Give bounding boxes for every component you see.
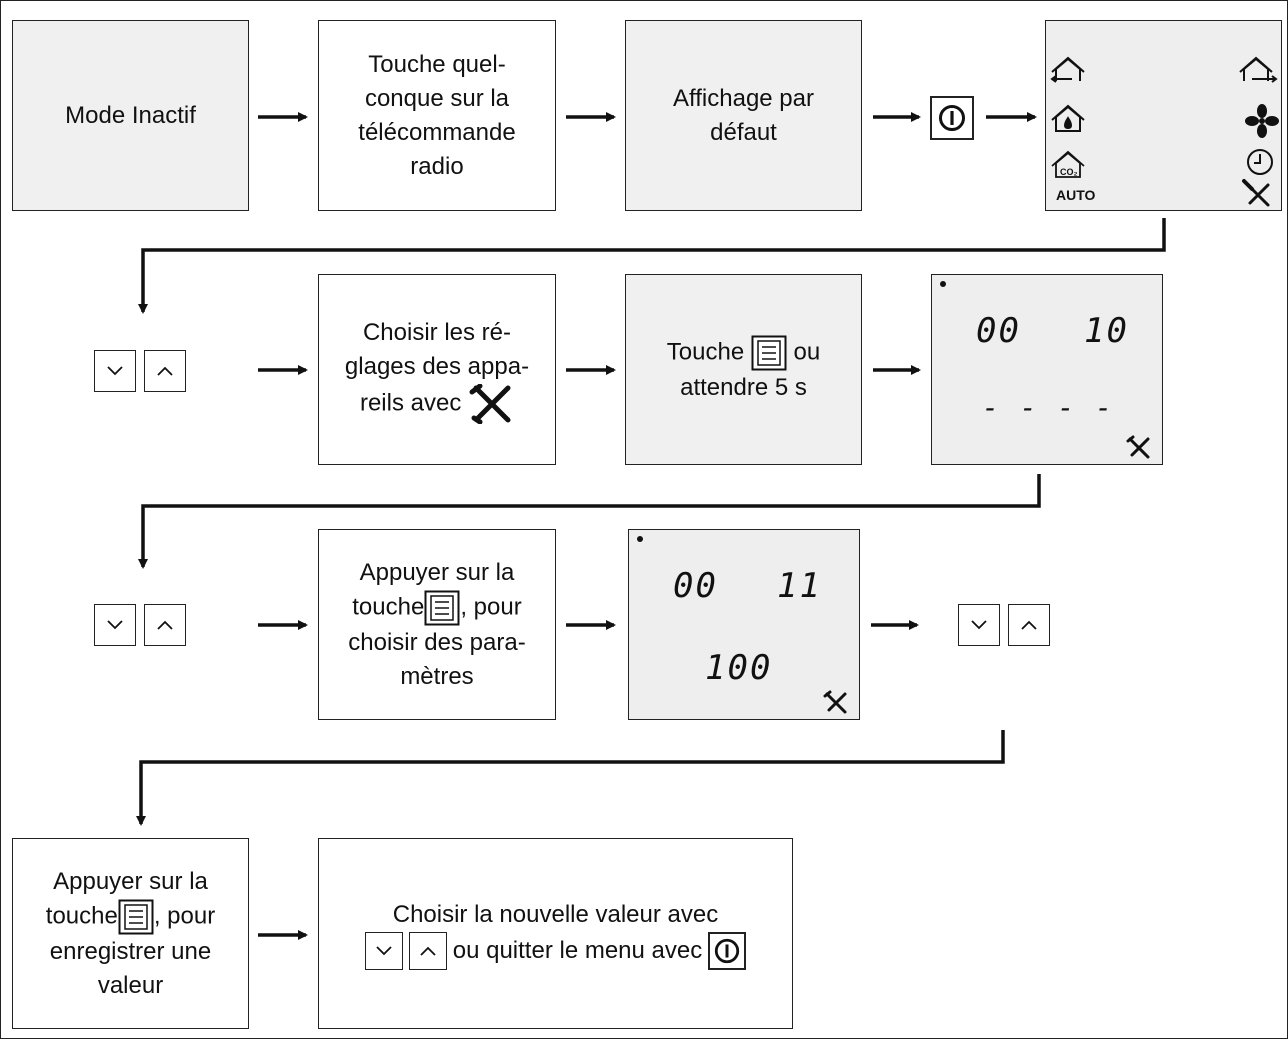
any-key-line-4: radio bbox=[410, 152, 464, 180]
chevron-down-icon bbox=[107, 366, 123, 376]
touch-prefix: Touche bbox=[666, 337, 745, 365]
menu-key-icon bbox=[118, 899, 154, 934]
press2-line-2a: touche bbox=[45, 901, 118, 929]
down-key[interactable] bbox=[958, 604, 1000, 646]
house-supply-icon bbox=[1239, 56, 1278, 83]
down-key[interactable] bbox=[364, 931, 403, 970]
house-humidity-icon bbox=[1051, 104, 1085, 132]
choose-line-1: Choisir les ré- bbox=[362, 318, 511, 346]
chevron-down-icon bbox=[376, 945, 392, 955]
indicator-dot bbox=[940, 281, 946, 287]
up-key[interactable] bbox=[1008, 604, 1050, 646]
default-line-2: défaut bbox=[710, 118, 777, 146]
any-key-line-2: conque sur la bbox=[364, 84, 510, 112]
lcd1-right-value: 10 bbox=[1084, 311, 1129, 351]
press1-line-1: Appuyer sur la bbox=[359, 558, 515, 586]
home-screen-display: CO₂ AUTO bbox=[1045, 20, 1282, 211]
indicator-dot bbox=[637, 536, 643, 542]
up-key[interactable] bbox=[144, 350, 186, 392]
lcd-display-1: 00 10 - - - - bbox=[931, 274, 1163, 465]
power-button[interactable] bbox=[708, 931, 747, 970]
step-inactive-label: Mode Inactif bbox=[65, 101, 196, 129]
default-line-1: Affichage par bbox=[673, 84, 814, 112]
tools-icon bbox=[823, 690, 847, 714]
step-touch-menu: Touche ou attendre 5 s bbox=[625, 274, 862, 465]
choose-line-2: glages des appa- bbox=[344, 352, 530, 380]
press2-line-1: Appuyer sur la bbox=[53, 867, 208, 895]
house-exhaust-icon bbox=[1050, 56, 1085, 83]
lcd2-left-value: 00 bbox=[673, 566, 718, 606]
auto-label: AUTO bbox=[1056, 187, 1096, 203]
step-default-display: Affichage par défaut bbox=[625, 20, 862, 211]
any-key-line-1: Touche quel- bbox=[368, 50, 506, 78]
power-button[interactable] bbox=[930, 96, 974, 140]
press1-line-4: mètres bbox=[400, 662, 474, 690]
step-final-choose-value: Choisir la nouvelle valeur avec ou quitt… bbox=[318, 838, 793, 1029]
menu-key-icon bbox=[751, 335, 787, 370]
chevron-up-icon bbox=[157, 366, 173, 376]
power-icon bbox=[715, 938, 740, 963]
lcd-display-2: 00 11 100 bbox=[628, 529, 860, 720]
connector-row1-row2 bbox=[138, 218, 1166, 314]
any-key-line-3: télécommande bbox=[358, 118, 516, 146]
house-co2-icon bbox=[1051, 150, 1085, 178]
touch-line-2: attendre 5 s bbox=[680, 373, 807, 401]
step-press-menu-save: Appuyer sur la touche , pour enregistrer… bbox=[12, 838, 249, 1029]
touch-suffix: ou bbox=[793, 337, 821, 365]
lcd2-bottom-value: 100 bbox=[705, 648, 773, 688]
final-line-2: ou quitter le menu avec bbox=[452, 936, 703, 964]
press2-line-3: enregistrer une bbox=[49, 937, 212, 965]
lcd1-bottom-value: - - - - bbox=[982, 391, 1115, 424]
arrow-keys-row2 bbox=[94, 350, 186, 392]
step-press-menu-choose: Appuyer sur la touche , pour choisir des… bbox=[318, 529, 556, 720]
up-key[interactable] bbox=[144, 604, 186, 646]
chevron-up-icon bbox=[420, 946, 436, 956]
down-key[interactable] bbox=[94, 604, 136, 646]
step-any-key: Touche quel- conque sur la télécommande … bbox=[318, 20, 556, 211]
clock-icon bbox=[1247, 149, 1273, 175]
final-line-1: Choisir la nouvelle valeur avec bbox=[392, 900, 719, 928]
step-inactive-mode: Mode Inactif bbox=[12, 20, 249, 211]
lcd1-left-value: 00 bbox=[976, 311, 1021, 351]
up-key[interactable] bbox=[408, 931, 447, 970]
lcd2-right-value: 11 bbox=[777, 566, 822, 606]
press1-line-2b: , pour bbox=[460, 592, 522, 620]
fan-icon bbox=[1245, 104, 1279, 138]
tools-icon bbox=[1126, 435, 1150, 459]
step-choose-settings: Choisir les ré- glages des appa- reils a… bbox=[318, 274, 556, 465]
down-key[interactable] bbox=[94, 350, 136, 392]
tools-icon bbox=[1242, 179, 1270, 207]
chevron-up-icon bbox=[1021, 620, 1037, 630]
press1-line-3: choisir des para- bbox=[348, 628, 526, 656]
press1-line-2a: touche bbox=[352, 592, 425, 620]
arrow-keys-row3 bbox=[94, 604, 186, 646]
tools-icon bbox=[469, 383, 511, 424]
svg-text:CO₂: CO₂ bbox=[1060, 167, 1078, 177]
choose-line-3: reils avec bbox=[359, 388, 462, 416]
connector-row2-row3 bbox=[138, 474, 1041, 569]
power-icon bbox=[939, 105, 965, 131]
press2-line-4: valeur bbox=[97, 971, 164, 999]
arrow-keys-row3-right bbox=[958, 604, 1050, 646]
chevron-up-icon bbox=[157, 620, 173, 630]
chevron-down-icon bbox=[107, 620, 123, 630]
menu-key-icon bbox=[424, 590, 460, 625]
connector-row3-row4 bbox=[136, 730, 1005, 826]
press2-line-2b: , pour bbox=[153, 901, 216, 929]
chevron-down-icon bbox=[971, 620, 987, 630]
